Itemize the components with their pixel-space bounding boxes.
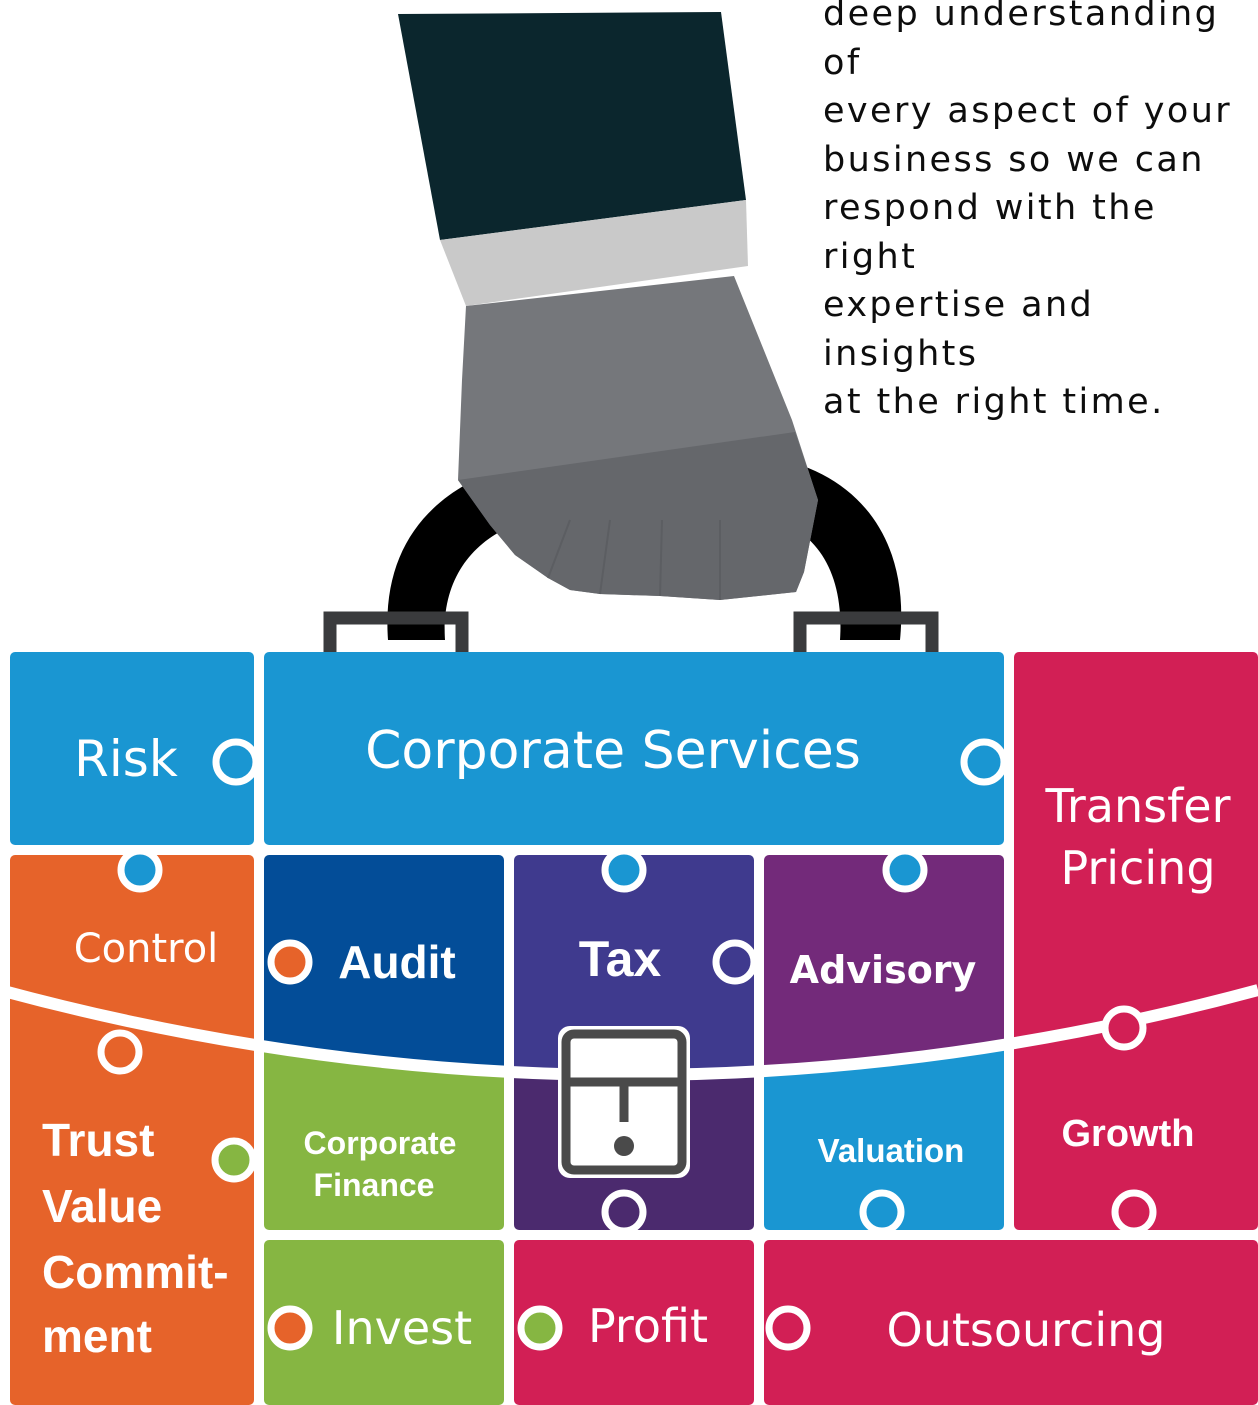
connector-profit-outsourcing bbox=[765, 1305, 811, 1351]
hand-illustration bbox=[323, 12, 939, 652]
upper-half bbox=[10, 652, 1258, 1075]
left-handle-bracket bbox=[323, 611, 469, 652]
connector-tax-profit bbox=[601, 1189, 647, 1235]
connector-valuation-outsourcing bbox=[859, 1189, 905, 1235]
piece-corporate-services bbox=[264, 652, 1004, 845]
cuff-icon bbox=[440, 200, 748, 306]
label-transfer-pricing-line1: Transfer bbox=[1045, 779, 1231, 833]
lock-icon bbox=[558, 1026, 690, 1178]
connector-risk-control bbox=[117, 847, 163, 893]
label-corporate-finance-line2: Finance bbox=[314, 1167, 435, 1203]
piece-risk bbox=[10, 652, 254, 845]
label-profit: Profit bbox=[588, 1299, 708, 1353]
connector-control-trust bbox=[97, 1029, 143, 1075]
connector-growth-outsourcing bbox=[1111, 1189, 1157, 1235]
label-tax: Tax bbox=[579, 931, 662, 987]
label-audit: Audit bbox=[338, 936, 456, 988]
intro-paragraph: deep understanding of every aspect of yo… bbox=[823, 0, 1233, 422]
connector-invest-profit bbox=[517, 1305, 563, 1351]
connector-corporate-transfer bbox=[960, 738, 1008, 786]
piece-profit bbox=[514, 1240, 754, 1405]
piece-labels: Risk Corporate Services Transfer Pricing… bbox=[42, 721, 1231, 1362]
connector-corporate-tax bbox=[601, 847, 647, 893]
label-risk: Risk bbox=[74, 730, 178, 788]
label-corporate-services: Corporate Services bbox=[365, 721, 861, 781]
label-valuation: Valuation bbox=[818, 1132, 965, 1169]
label-invest: Invest bbox=[332, 1301, 472, 1355]
finger-lines bbox=[547, 519, 721, 600]
label-trust: Trust bbox=[42, 1114, 154, 1166]
label-control: Control bbox=[74, 926, 219, 972]
piece-outsourcing bbox=[764, 1240, 1258, 1405]
sleeve-icon bbox=[398, 12, 746, 240]
connector-trust-corpfinance bbox=[211, 1137, 257, 1183]
label-value: Value bbox=[42, 1180, 162, 1232]
piece-invest bbox=[264, 1240, 504, 1405]
piece-trust bbox=[10, 990, 254, 1405]
label-commit: Commit- bbox=[42, 1246, 229, 1298]
connector-control-audit bbox=[267, 939, 313, 985]
connector-risk-corporate bbox=[212, 738, 260, 786]
label-transfer-pricing-line2: Pricing bbox=[1060, 841, 1215, 895]
piece-transfer-pricing bbox=[1014, 652, 1258, 1075]
connector-corporate-advisory bbox=[882, 847, 928, 893]
label-outsourcing: Outsourcing bbox=[887, 1303, 1166, 1357]
right-handle-bracket bbox=[793, 611, 939, 652]
label-corporate-finance-line1: Corporate bbox=[304, 1125, 457, 1161]
connector-transfer-growth bbox=[1101, 1005, 1147, 1051]
label-ment: ment bbox=[42, 1310, 152, 1362]
fist-shadow bbox=[458, 432, 818, 600]
connector-tax-advisory bbox=[712, 939, 758, 985]
piece-growth bbox=[1014, 990, 1258, 1230]
connector-trust-invest bbox=[267, 1305, 313, 1351]
label-growth: Growth bbox=[1062, 1113, 1195, 1155]
puzzle-connectors bbox=[97, 738, 1157, 1351]
label-advisory: Advisory bbox=[790, 948, 977, 992]
